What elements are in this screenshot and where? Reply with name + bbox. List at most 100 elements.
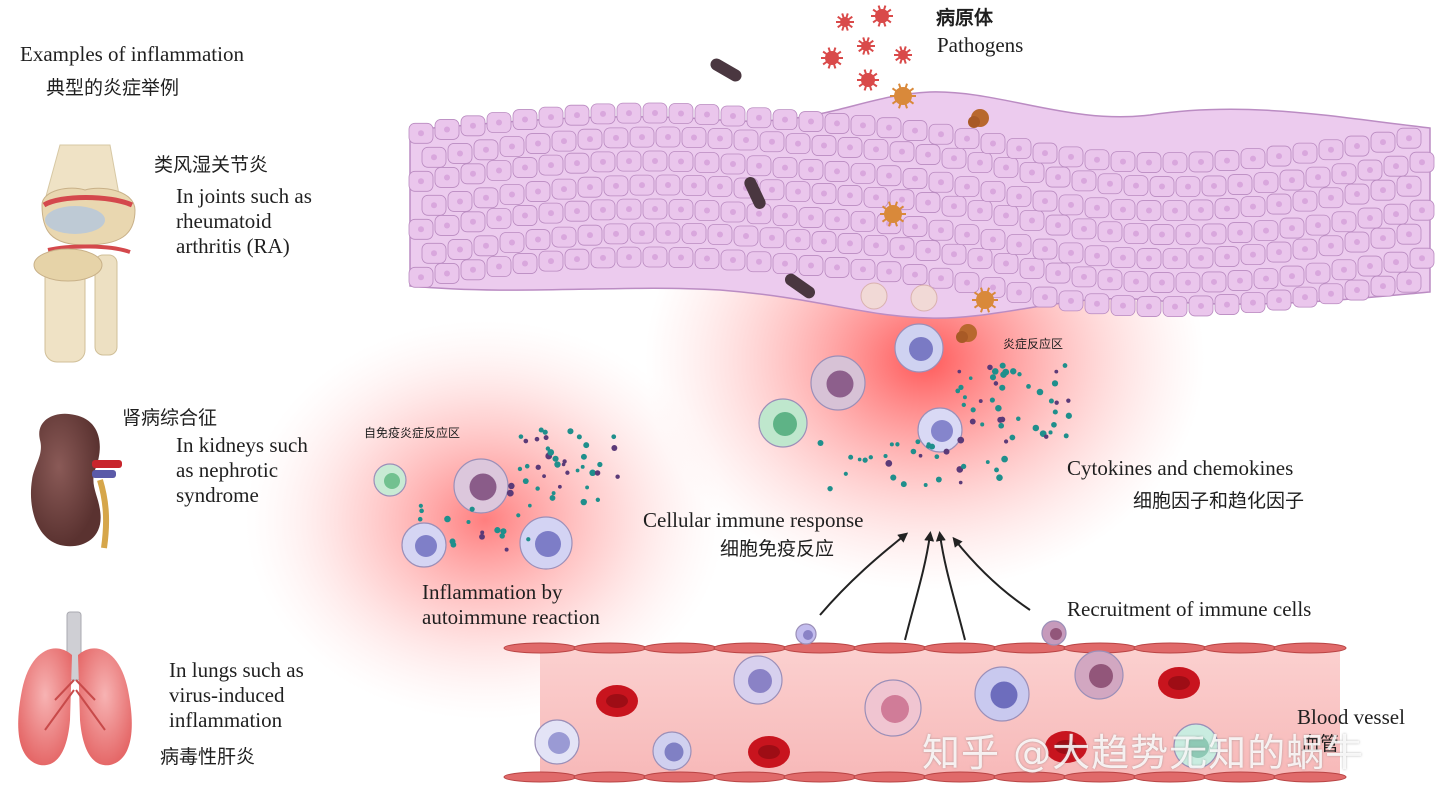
tissue-cell-nucleus xyxy=(938,131,944,138)
tissue-cell-nucleus xyxy=(1354,287,1360,294)
tissue-cell-nucleus xyxy=(1042,150,1048,157)
tissue-cell-nucleus xyxy=(613,134,619,141)
cytokine-dot xyxy=(449,538,456,545)
tissue-cell-nucleus xyxy=(1341,218,1347,225)
tissue-cell-nucleus xyxy=(782,212,788,219)
cytokine-dot xyxy=(1065,412,1072,419)
tissue-cell-nucleus xyxy=(860,266,866,273)
inflammation-glow-autoimmune xyxy=(245,320,725,720)
cytokine-dot xyxy=(1032,424,1040,432)
tissue-cell-nucleus xyxy=(574,256,580,263)
tissue-cell-nucleus xyxy=(1198,158,1204,165)
tissue-cell-nucleus xyxy=(509,143,515,150)
tissue-cell-nucleus xyxy=(600,254,606,261)
endothelial-cell-top xyxy=(853,642,927,654)
cytokine-dot xyxy=(444,515,451,523)
cytokine-dot xyxy=(1051,421,1057,428)
cytokine-dot xyxy=(968,376,973,380)
tissue-cell-nucleus xyxy=(431,154,437,161)
tissue-cell-nucleus xyxy=(509,191,515,198)
dead-cell xyxy=(910,284,938,312)
lungs-line-2: virus-induced xyxy=(169,683,285,707)
tissue-cell-nucleus xyxy=(678,158,684,165)
tissue-cell-nucleus xyxy=(938,179,944,186)
cytokine-dot xyxy=(594,470,601,476)
tissue-cell-nucleus xyxy=(1081,177,1087,184)
tissue-cell-nucleus xyxy=(808,262,814,269)
tissue-cell-nucleus xyxy=(1016,289,1022,296)
tissue-cell-nucleus xyxy=(548,258,554,265)
tissue-cell-nucleus xyxy=(1094,252,1100,259)
cytokine-dot xyxy=(918,453,923,458)
blood-vessel-label-en: Blood vessel xyxy=(1297,705,1405,729)
bacterium xyxy=(744,177,766,209)
recruitment-label: Recruitment of immune cells xyxy=(1067,597,1312,621)
title-en: Examples of inflammation xyxy=(20,42,244,66)
immune-cell-vessel-nucleus xyxy=(548,732,570,754)
cytokine-dot xyxy=(955,388,961,394)
dead-cell xyxy=(860,282,888,310)
tissue-cell-nucleus xyxy=(1120,302,1126,309)
tissue-cell-nucleus xyxy=(535,140,541,147)
autoimmune-inflammation-label: Inflammation by autoimmune reaction xyxy=(422,580,600,630)
tissue-cell-nucleus xyxy=(1289,225,1295,232)
tissue-cell-nucleus xyxy=(1237,277,1243,284)
tissue-cell-nucleus xyxy=(1055,222,1061,229)
tissue-cell-nucleus xyxy=(977,207,983,214)
cytokine-dot xyxy=(418,503,423,508)
cytokines-label-en: Cytokines and chemokines xyxy=(1067,456,1294,480)
tissue-cell-nucleus xyxy=(938,227,944,234)
cytokine-dot xyxy=(500,528,507,535)
cytokine-dot xyxy=(535,464,541,470)
tissue-cell-nucleus xyxy=(769,186,775,193)
cytokine-dot xyxy=(526,537,531,542)
kidney-illustration xyxy=(30,413,122,549)
cytokine-dot xyxy=(547,449,555,456)
tissue-cell-nucleus xyxy=(990,188,996,195)
tissue-cell-nucleus xyxy=(1042,246,1048,253)
tissue-cell-nucleus xyxy=(821,238,827,245)
tissue-cell-nucleus xyxy=(548,114,554,121)
cytokine-dot xyxy=(987,364,993,371)
virus xyxy=(825,51,839,65)
tissue-cell-nucleus xyxy=(1289,177,1295,184)
cytokine-dot xyxy=(978,399,983,403)
red-blood-cell-center xyxy=(606,694,628,708)
tissue-cell-nucleus xyxy=(1393,211,1399,218)
tissue-cell-nucleus xyxy=(1081,273,1087,280)
cytokine-dot xyxy=(1003,439,1009,444)
endothelial-cell-bottom xyxy=(643,771,717,783)
tissue-cell-nucleus xyxy=(483,146,489,153)
tissue-cell-nucleus xyxy=(561,234,567,241)
tissue-cell-nucleus xyxy=(1185,183,1191,190)
cytokine-dot xyxy=(1063,433,1069,439)
tissue-cell-nucleus xyxy=(1120,254,1126,261)
tissue-cell-nucleus xyxy=(1263,275,1269,282)
tissue-cell-nucleus xyxy=(1172,255,1178,262)
tissue-cell-nucleus xyxy=(600,206,606,213)
cytokine-dot xyxy=(958,480,963,485)
tissue-cell-nucleus xyxy=(1302,198,1308,205)
tissue-cell-nucleus xyxy=(496,263,502,270)
tissue-cell-nucleus xyxy=(1120,206,1126,213)
tissue-cell-nucleus xyxy=(1224,157,1230,164)
cytokine-dot xyxy=(551,491,556,496)
cytokine-dot xyxy=(857,457,862,462)
tissue-cell-nucleus xyxy=(496,119,502,126)
cytokine-dot xyxy=(517,466,523,472)
kidney-line-2: as nephrotic xyxy=(176,458,279,482)
cytokine-dot xyxy=(499,533,505,539)
immune-cell-extravasating-nucleus xyxy=(803,630,813,640)
cytokine-dot xyxy=(862,457,868,463)
tissue-cell-nucleus xyxy=(925,151,931,158)
cytokine-dot xyxy=(595,497,601,502)
tissue-cell-nucleus xyxy=(899,244,905,251)
tissue-cell-nucleus xyxy=(548,162,554,169)
tissue-cell-nucleus xyxy=(535,188,541,195)
tissue-cell-nucleus xyxy=(1055,174,1061,181)
endothelial-cell-bottom xyxy=(503,771,577,783)
tissue-cell-nucleus xyxy=(951,155,957,162)
cytokine-dot xyxy=(957,436,965,444)
cytokine-dot xyxy=(969,418,976,425)
endothelial-cell-bottom xyxy=(1273,771,1347,783)
